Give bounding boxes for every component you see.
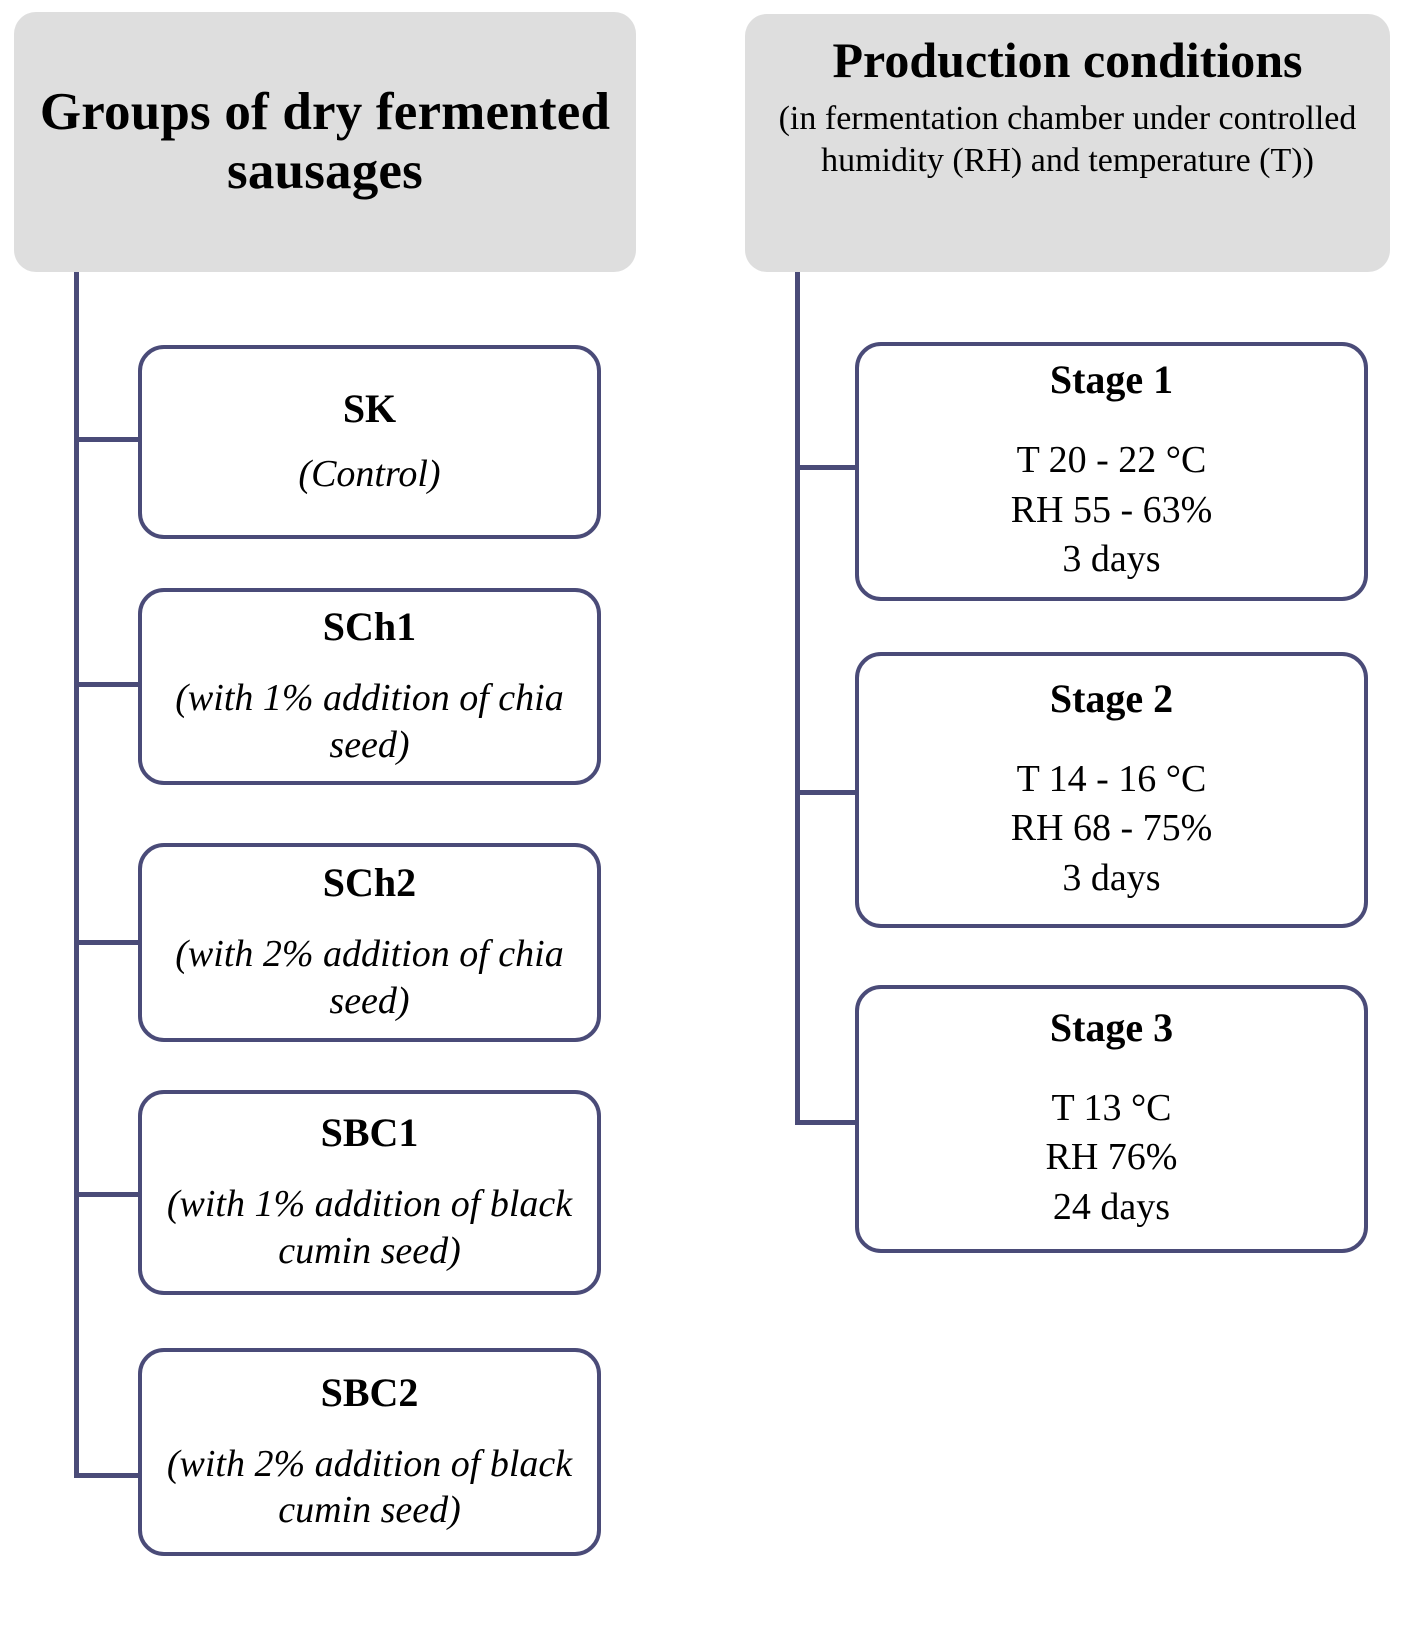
left-branch-sch2 [74, 940, 140, 945]
left-branch-sk [74, 437, 140, 442]
left-column-header: Groups of dry fermented sausages [14, 12, 636, 272]
left-branch-sbc1 [74, 1192, 140, 1197]
node-sbc2-subtitle: (with 2% addition of black cumin seed) [166, 1442, 573, 1531]
node-sbc1[interactable]: SBC1 (with 1% addition of black cumin se… [138, 1090, 601, 1295]
node-stage-3-temperature: T 13 °C [1051, 1086, 1172, 1129]
node-stage-3-title: Stage 3 [1049, 1004, 1174, 1050]
node-stage-2-duration: 3 days [1062, 856, 1161, 899]
left-trunk-line [74, 272, 79, 1478]
node-sch2[interactable]: SCh2 (with 2% addition of chia seed) [138, 843, 601, 1042]
node-sk-subtitle: (Control) [298, 452, 441, 495]
right-trunk-line [795, 272, 800, 1125]
right-branch-stage2 [795, 790, 858, 795]
node-sch2-title: SCh2 [322, 860, 417, 906]
node-sch1-title: SCh1 [322, 604, 417, 650]
node-stage-3-duration: 24 days [1052, 1185, 1171, 1228]
right-column-title: Production conditions [832, 32, 1303, 88]
right-branch-stage1 [795, 465, 858, 470]
node-stage-1-humidity: RH 55 - 63% [1010, 488, 1213, 531]
node-stage-1-conditions: T 20 - 22 °C RH 55 - 63% 3 days [1011, 436, 1213, 584]
right-column-header: Production conditions (in fermentation c… [745, 14, 1390, 272]
node-sch1-subtitle: (with 1% addition of chia seed) [175, 677, 564, 766]
node-stage-1-duration: 3 days [1062, 538, 1161, 581]
node-stage-1-title: Stage 1 [1049, 357, 1174, 403]
left-branch-sbc2 [74, 1473, 140, 1478]
node-sk-title: SK [342, 385, 397, 431]
node-stage-3-humidity: RH 76% [1045, 1136, 1178, 1179]
left-column-title: Groups of dry fermented sausages [39, 82, 611, 200]
node-stage-2-title: Stage 2 [1049, 675, 1174, 721]
left-branch-sch1 [74, 682, 140, 687]
node-sk[interactable]: SK (Control) [138, 345, 601, 539]
right-column-subtitle: (in fermentation chamber under controlle… [778, 100, 1357, 180]
node-stage-1[interactable]: Stage 1 T 20 - 22 °C RH 55 - 63% 3 days [855, 342, 1368, 601]
node-stage-3[interactable]: Stage 3 T 13 °C RH 76% 24 days [855, 985, 1368, 1253]
right-branch-stage3 [795, 1120, 858, 1125]
node-sbc1-title: SBC1 [320, 1110, 419, 1156]
node-sch1[interactable]: SCh1 (with 1% addition of chia seed) [138, 588, 601, 785]
node-stage-1-temperature: T 20 - 22 °C [1016, 439, 1207, 482]
node-sbc2-title: SBC2 [320, 1369, 419, 1415]
node-sbc2[interactable]: SBC2 (with 2% addition of black cumin se… [138, 1348, 601, 1556]
node-sch2-subtitle: (with 2% addition of chia seed) [175, 933, 564, 1022]
node-stage-2[interactable]: Stage 2 T 14 - 16 °C RH 68 - 75% 3 days [855, 652, 1368, 928]
node-stage-3-conditions: T 13 °C RH 76% 24 days [1046, 1084, 1178, 1232]
node-stage-2-temperature: T 14 - 16 °C [1016, 757, 1207, 800]
node-stage-2-humidity: RH 68 - 75% [1010, 807, 1213, 850]
node-stage-2-conditions: T 14 - 16 °C RH 68 - 75% 3 days [1011, 755, 1213, 903]
node-sbc1-subtitle: (with 1% addition of black cumin seed) [166, 1183, 573, 1272]
